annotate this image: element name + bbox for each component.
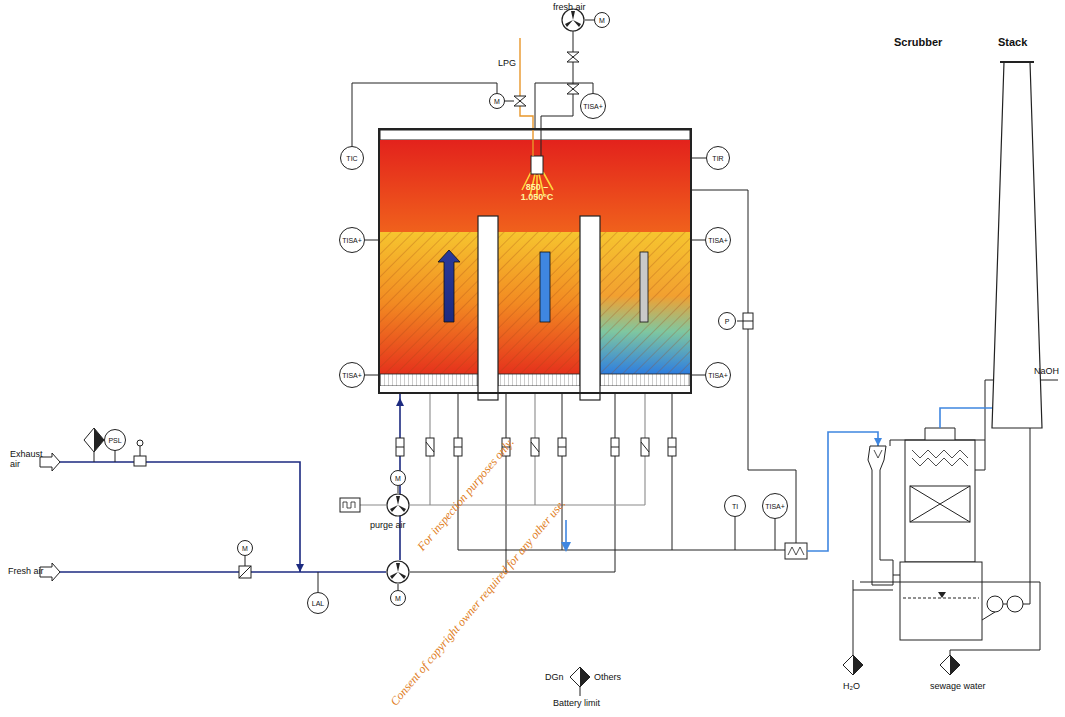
stream-label: H₂O (843, 681, 860, 691)
stream-label: NaOH (1034, 366, 1059, 376)
instrument-tag: TIR (712, 155, 723, 162)
instrument-tag: LAL (312, 600, 324, 607)
signal-line (692, 240, 705, 241)
motor-symbol: M (489, 93, 505, 109)
stream-label: Stack (998, 36, 1027, 49)
signal-line (365, 240, 378, 241)
instrument-tag: TISA+ (342, 372, 362, 379)
instrument-bubble: TISA+ (705, 227, 731, 253)
instrument-tag: TISA+ (708, 237, 728, 244)
instrument-bubble: TISA+ (762, 493, 788, 519)
instrument-bubble: TISA+ (339, 362, 365, 388)
instrument-bubble: TI (724, 495, 746, 517)
instrument-bubble: TISA+ (339, 227, 365, 253)
oxidizer-chamber: 850 – 1.050°C (378, 128, 692, 394)
instrument-tag: TISA+ (342, 237, 362, 244)
instrument-bubble: TISA+ (705, 362, 731, 388)
signal-line (352, 83, 497, 146)
instrument-tag: M (599, 17, 605, 24)
instrument-tag: P (725, 318, 730, 325)
stream-label: Battery limit (553, 698, 600, 708)
instrument-tag: M (494, 98, 500, 105)
instrument-bubble: TISA+ (580, 93, 606, 119)
instrument-bubble: TIC (340, 146, 364, 170)
instrument-bubble: TIR (706, 146, 730, 170)
temperature-label: 850 – 1.050°C (513, 182, 561, 203)
instrument-tag: PSL (108, 437, 121, 444)
instrument-tag: TISA+ (708, 372, 728, 379)
watermark: Consent of copyright owner required for … (388, 497, 569, 709)
stream-label: Others (594, 672, 621, 682)
instrument-tag: TIC (346, 155, 357, 162)
motor-symbol: M (594, 12, 610, 28)
instrument-tag: M (242, 545, 248, 552)
instrument-tag: M (395, 475, 401, 482)
signal-line (365, 375, 378, 376)
motor-symbol: M (390, 470, 406, 486)
instrument-tag: TISA+ (583, 103, 603, 110)
stream-label: Scrubber (894, 36, 942, 49)
instrument-bubble: P (718, 312, 736, 330)
instrument-tag: TI (732, 503, 738, 510)
instrument-bubble: PSL (104, 429, 126, 451)
stream-label: purge air (370, 520, 406, 530)
motor-symbol: M (237, 540, 253, 556)
signal-line (692, 158, 706, 159)
stream-label: DGn (545, 672, 564, 682)
stream-label: LPG (498, 58, 516, 68)
signal-line (692, 375, 705, 376)
instrument-bubble: LAL (307, 592, 329, 614)
instrument-tag: M (395, 595, 401, 602)
instrument-tag: TISA+ (765, 503, 785, 510)
stream-label: Fresh air (8, 566, 44, 576)
stream-label: Exhaust air (10, 449, 44, 470)
motor-symbol: M (390, 590, 406, 606)
stream-label: fresh air (553, 2, 586, 12)
stream-label: sewage water (930, 681, 986, 691)
